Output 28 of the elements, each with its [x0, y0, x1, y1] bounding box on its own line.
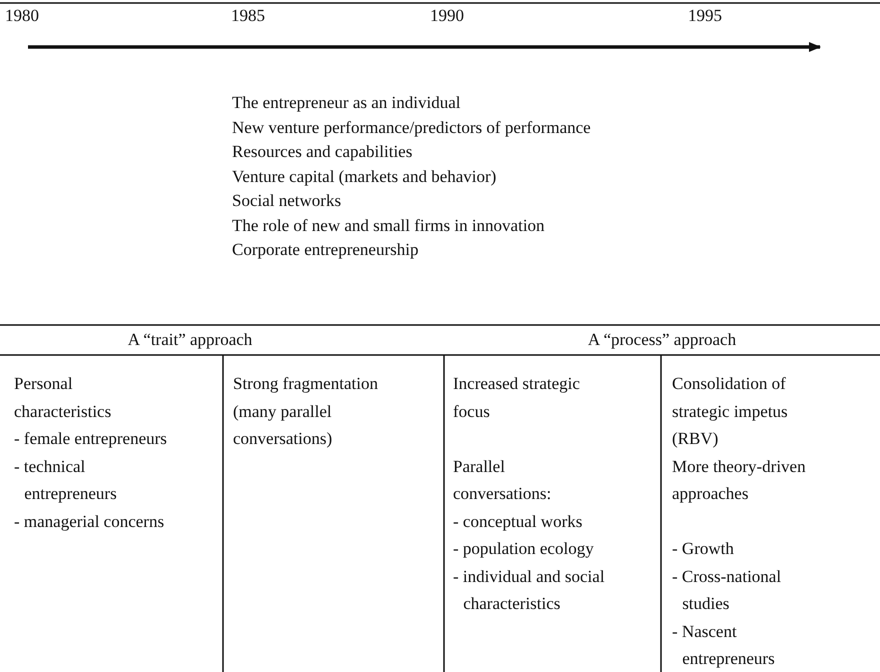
column-header: A “trait” approach — [126, 330, 254, 350]
bullet-item: - population ecology — [453, 538, 595, 560]
cell-text: Consolidation of strategic impetus (RBV) — [672, 373, 789, 450]
cell-text: More theory-driven approaches — [672, 456, 807, 505]
cell-text: Strong fragmentation (many parallel conversations) — [233, 373, 379, 450]
topic-item: Resources and capabilities — [232, 142, 412, 162]
bullet-item: - female entrepreneurs — [14, 428, 168, 450]
bullet-item: - conceptual works — [453, 510, 584, 533]
cell-text: Increased strategic focus — [453, 373, 581, 422]
bullet-item: - technical entrepreneurs — [14, 456, 118, 505]
topic-item: The role of new and small firms in innovation — [232, 216, 545, 236]
year-label: 1995 — [688, 6, 722, 26]
bullet-item: - Nascent entrepreneurs — [672, 620, 776, 670]
column-header: A “process” approach — [586, 330, 738, 350]
year-label: 1980 — [5, 6, 39, 26]
topic-item: Venture capital (markets and behavior) — [232, 166, 496, 186]
topic-item: Social networks — [232, 191, 342, 211]
year-label: 1985 — [231, 6, 265, 26]
topic-item: Corporate entrepreneurship — [232, 240, 418, 260]
cell-text: Parallel conversations: — [453, 456, 552, 505]
cell-text: Personal characteristics — [14, 373, 112, 422]
bullet-item: - Growth — [672, 538, 735, 560]
bullet-item: - Cross-national studies — [672, 566, 782, 615]
bullet-item: - managerial concerns — [14, 510, 166, 533]
topic-item: New venture performance/predictors of performance — [232, 118, 591, 138]
topic-item: The entrepreneur as an individual — [232, 93, 460, 113]
bullet-item: - individual and social characteristics — [453, 566, 606, 615]
year-label: 1990 — [430, 6, 464, 26]
